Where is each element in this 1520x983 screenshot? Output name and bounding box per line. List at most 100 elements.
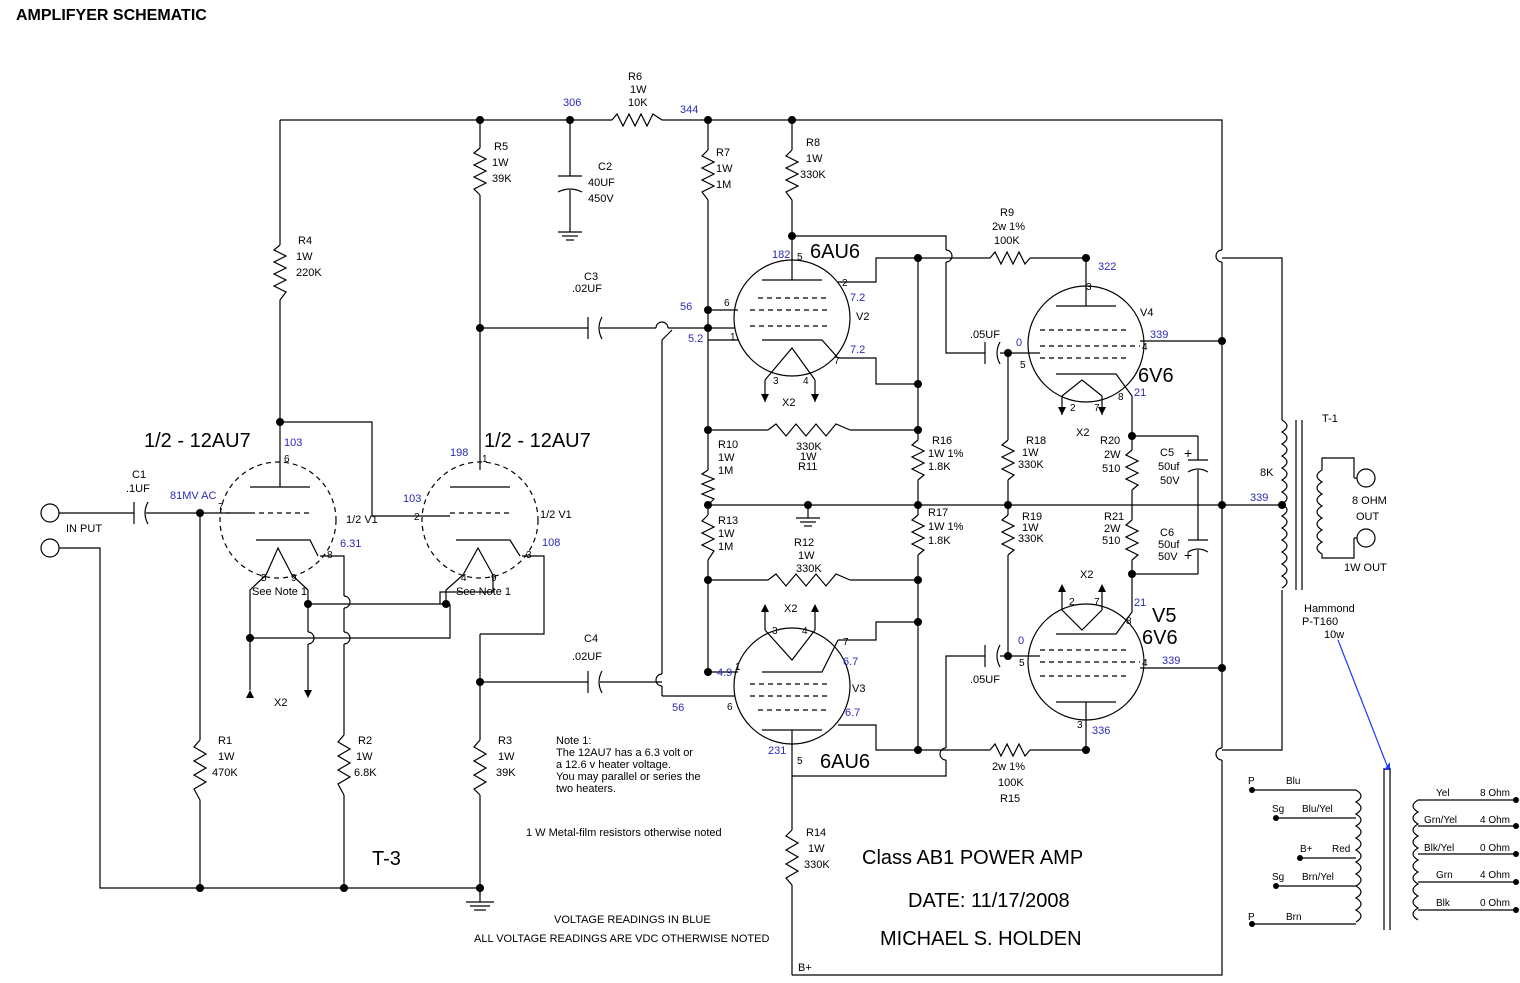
transformer-legend	[1249, 768, 1519, 930]
r21-label: R21	[1104, 511, 1124, 523]
c4-label: C4	[584, 633, 598, 645]
svg-text:2: 2	[842, 278, 848, 289]
resistor-r11	[767, 423, 851, 437]
r3-label: R3	[498, 735, 512, 747]
svg-text:8: 8	[1118, 392, 1124, 403]
svg-text:3: 3	[773, 376, 779, 387]
svg-text:Brn: Brn	[1286, 912, 1302, 923]
svg-text:103: 103	[284, 437, 302, 449]
svg-text:Red: Red	[1332, 844, 1350, 855]
block-author: MICHAEL S. HOLDEN	[880, 928, 1082, 950]
tube-labels: 1/2 - 12AU7 1/2 V1 1/2 - 12AU7 1/2 V1 6A…	[144, 241, 1178, 773]
svg-text:7: 7	[834, 356, 840, 367]
input-jack-ground[interactable]	[40, 538, 60, 558]
block-date: DATE: 11/17/2008	[908, 890, 1070, 912]
input-jack-hot[interactable]	[40, 503, 60, 523]
resistor-r12	[767, 573, 851, 587]
r15-label: 2w 1%	[992, 761, 1025, 773]
svg-text:3: 3	[772, 626, 778, 637]
resistor-r10	[700, 469, 716, 506]
note-title: Note 1:	[556, 735, 591, 747]
svg-text:21: 21	[1134, 387, 1146, 399]
resistor-r5	[472, 147, 488, 196]
resistor-r14	[784, 829, 800, 886]
tube-v1	[219, 457, 337, 579]
svg-text:5: 5	[261, 573, 267, 584]
svg-text:4: 4	[461, 573, 467, 584]
r11-label: 330K	[796, 441, 822, 453]
capacitor-c3	[587, 316, 603, 340]
svg-text:198: 198	[450, 447, 468, 459]
heater-label-v2: X2	[782, 397, 795, 409]
resistor-r17	[910, 514, 926, 556]
see-note-b: See Note 1	[456, 586, 511, 598]
svg-text:P: P	[1248, 776, 1255, 787]
svg-text:6.31: 6.31	[340, 538, 361, 550]
c5-label: C5	[1160, 447, 1174, 459]
svg-text:4: 4	[1142, 342, 1148, 353]
resistor-r16	[910, 439, 926, 481]
resistor-r20	[1124, 449, 1140, 491]
svg-text:+: +	[1184, 445, 1192, 461]
r17-label: R17	[928, 507, 948, 519]
svg-text:Blu: Blu	[1286, 776, 1300, 787]
svg-text:+: +	[1184, 547, 1192, 563]
svg-text:P: P	[1248, 912, 1255, 923]
svg-text:2: 2	[1069, 597, 1075, 608]
resistor-r4	[272, 244, 288, 301]
r13-label: R13	[718, 515, 738, 527]
bplus-label: B+	[798, 962, 812, 974]
v3-name: V3	[852, 683, 865, 695]
svg-text:339: 339	[1150, 329, 1168, 341]
v4-type: 6V6	[1138, 365, 1174, 387]
r10-label: R10	[718, 439, 738, 451]
svg-text:4: 4	[802, 626, 808, 637]
r12-label: R12	[794, 537, 814, 549]
heater-label-v1: X2	[274, 697, 287, 709]
r20-label: R20	[1100, 435, 1120, 447]
out1w-label: 1W OUT	[1344, 562, 1387, 574]
svg-text:103: 103	[403, 493, 421, 505]
voltage-note-1: VOLTAGE READINGS IN BLUE	[554, 914, 711, 926]
svg-text:81MV AC: 81MV AC	[170, 490, 217, 502]
svg-text:7.2: 7.2	[850, 292, 865, 304]
svg-text:3: 3	[1086, 282, 1092, 293]
svg-text:C4.02UF: C4.02UF	[572, 633, 602, 663]
svg-text:9: 9	[491, 573, 497, 584]
c2-label: C2	[598, 161, 612, 173]
out8-label: 8 OHM	[1352, 495, 1387, 507]
svg-text:4: 4	[1142, 658, 1148, 669]
output-terminal-common[interactable]	[1356, 528, 1376, 548]
svg-text:6: 6	[284, 454, 290, 465]
svg-text:5: 5	[797, 756, 803, 767]
input-wiring	[40, 503, 545, 911]
svg-text:9: 9	[291, 573, 297, 584]
svg-text:C3.02UF: C3.02UF	[572, 271, 602, 295]
r9-label: R9	[1000, 207, 1014, 219]
svg-text:5: 5	[1019, 658, 1025, 669]
svg-text:Grn: Grn	[1436, 870, 1453, 881]
resistor-r19	[1000, 514, 1016, 556]
resistor-r2	[336, 734, 352, 796]
resistor-r8	[784, 149, 800, 201]
svg-text:6: 6	[724, 298, 730, 309]
r18-label: R18	[1026, 435, 1046, 447]
output-terminal-hot[interactable]	[1356, 468, 1376, 488]
svg-text:Grn/Yel: Grn/Yel	[1424, 815, 1457, 826]
c6-label: C6	[1160, 527, 1174, 539]
resistor-r21	[1124, 519, 1140, 561]
svg-text:1: 1	[482, 454, 488, 465]
capacitors: + +	[133, 175, 1209, 694]
svg-text:Sg: Sg	[1272, 804, 1284, 815]
svg-text:56: 56	[672, 702, 684, 714]
